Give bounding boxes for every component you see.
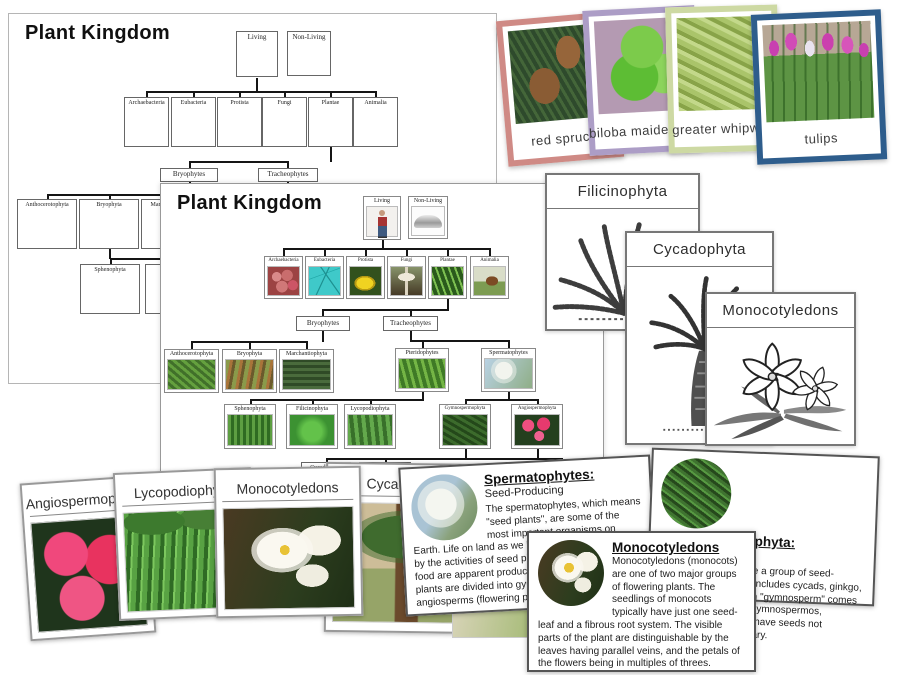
tree-node-archaebacteria: Archaebacteria [264, 256, 303, 299]
tree-node-non-living: Non-Living [287, 31, 331, 76]
tree-node-bryophytes: Bryophytes [160, 168, 218, 182]
tree-node-bryophytes: Bryophytes [296, 316, 350, 331]
plant-kingdom-chart-photos: Plant Kingdom Living [160, 183, 604, 505]
sphenophyta-photo [227, 414, 273, 446]
tree-node-plantae: Plantae [308, 97, 353, 147]
tree-node-archaebacteria: Archaebacteria [124, 97, 169, 147]
lycopodiophyta-photo [347, 414, 393, 446]
tree-node-protista: Protista [346, 256, 385, 299]
chart-title: Plant Kingdom [25, 22, 171, 44]
illustration-card-monocotyledons: Monocotyledons [705, 292, 856, 446]
white-lily-photo [222, 505, 356, 611]
card-title: Cycadophyta [627, 233, 772, 267]
tree-node-tracheophytes: Tracheophytes [383, 316, 438, 331]
tree-node-tracheophytes: Tracheophytes [258, 168, 318, 182]
car-photo [411, 206, 445, 236]
spermatophytes-photo [484, 358, 533, 389]
person-photo [366, 206, 398, 238]
tree-node-eubacteria: Eubacteria [305, 256, 344, 299]
lily-drawing [713, 342, 846, 440]
tree-node-gymnospermophyta: Gymnospermophyta [439, 404, 491, 449]
tree-node-eubacteria: Eubacteria [171, 97, 216, 147]
angiospermophyta-photo [514, 414, 560, 446]
tree-node-filicinophyta: Filicinophyta [286, 404, 338, 449]
tree-node-anthocerotophyta: Anthocerotophyta [17, 199, 77, 249]
photo-card-caption: tulips [804, 129, 839, 147]
tree-node-pteridophytes: Pteridophytes [395, 348, 449, 392]
lily-illustration [707, 328, 854, 444]
filicinophyta-photo [289, 414, 335, 446]
card-title: Filicinophyta [547, 175, 698, 209]
tree-node-non-living: Non-Living [408, 196, 448, 239]
animalia-photo [473, 266, 506, 296]
tree-node-living: Living [363, 196, 401, 240]
tree-node-sphenophyta: Sphenophyta [80, 264, 140, 314]
tulips-photo [762, 20, 875, 123]
protista-photo [349, 266, 382, 296]
photo-card-tulips: tulips [750, 9, 888, 165]
card-body: Monocotyledons (monocots) are one of two… [538, 556, 740, 670]
anthocerotophyta-photo [167, 359, 216, 390]
tree-node-fungi: Fungi [387, 256, 426, 299]
tree-node-living: Living [236, 31, 278, 77]
tree-node-fungi: Fungi [262, 97, 307, 147]
tree-node-lycopodiophyta: Lycopodiophyta [344, 404, 396, 449]
tree-node-spermatophytes: Spermatophytes [481, 348, 536, 392]
eubacteria-photo [308, 266, 341, 296]
tree-node-anthocerotophyta: Anthocerotophyta [164, 349, 219, 393]
tree-node-plantae: Plantae [428, 256, 467, 299]
photo-card-monocotyledons: Monocotyledons [213, 465, 364, 619]
pteridophytes-photo [398, 358, 446, 389]
card-title: Monocotyledons [221, 473, 354, 503]
tree-node-animalia: Animalia [470, 256, 509, 299]
chart-title: Plant Kingdom [177, 192, 323, 214]
tree-node-animalia: Animalia [353, 97, 398, 147]
tree-node-angiospermophyta: Angiospermophyta [511, 404, 563, 449]
tree-node-bryophyta: Bryophyta [79, 199, 139, 249]
card-title: Monocotyledons [707, 294, 854, 328]
archaebacteria-photo [267, 266, 300, 296]
card-title: Monocotyledons [612, 540, 720, 555]
gymnospermophyta-photo [442, 414, 488, 446]
tree-node-protista: Protista [217, 97, 262, 147]
plantae-photo [431, 266, 464, 296]
tree-node-marchantiophyta: Marchantiophyta [279, 349, 334, 393]
fungi-photo [390, 266, 423, 296]
bryophyta-photo [225, 359, 274, 390]
lily-photo-circle [538, 540, 604, 606]
marchantiophyta-photo [282, 359, 331, 390]
tree-node-sphenophyta: Sphenophyta [224, 404, 276, 449]
definition-card-monocotyledons: Monocotyledons Monocotyledons (monocots)… [527, 531, 756, 672]
tree-node-bryophyta: Bryophyta [222, 349, 277, 393]
